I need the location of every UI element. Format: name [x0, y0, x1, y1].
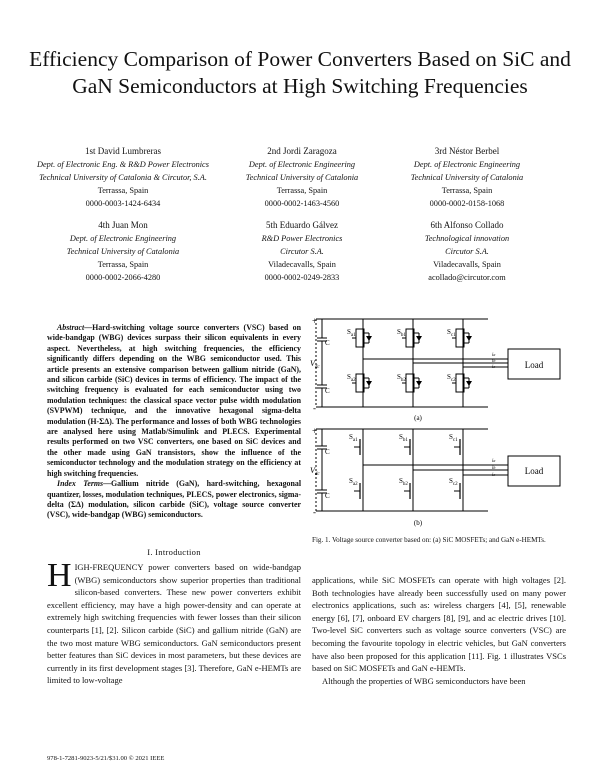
author-affiliation: R&D Power Electronics [261, 234, 343, 243]
author-1: 1st David Lumbreras Dept. of Electronic … [28, 145, 218, 210]
author-affiliation: Dept. of Electronic Eng. & R&D Power Ele… [37, 160, 209, 169]
converter-schematics: + - Vdc C C Sa1 Sb1 Sc1 Sa2 Sb2 Sc2 ia i… [310, 316, 561, 527]
capacitor-label: C [325, 448, 330, 456]
author-name: Néstor Berbel [449, 146, 500, 156]
current-label: ic [492, 364, 495, 370]
index-terms-label: Index Terms [57, 479, 104, 489]
switch-label: Sb2 [399, 477, 408, 487]
author-name: Alfonso Collado [443, 220, 504, 230]
intro-right-column: applications, while SiC MOSFETs can oper… [312, 574, 566, 687]
author-orcid: 0000-0002-2066-4280 [85, 273, 161, 282]
switch-label: Sa1 [349, 433, 358, 443]
author-name: Juan Mon [112, 220, 148, 230]
panel-a-schematic [315, 318, 561, 408]
load-label: Load [525, 360, 544, 370]
load-label: Load [525, 466, 544, 476]
author-city: Terrassa, Spain [97, 186, 149, 195]
plus-terminal: + [312, 316, 317, 326]
author-6: 6th Alfonso Collado Technological innova… [382, 219, 552, 284]
figure-caption: Fig. 1. Voltage source converter based o… [312, 536, 546, 544]
current-label: ia [492, 352, 495, 358]
author-affiliation: Dept. of Electronic Engineering [413, 160, 521, 169]
author-affiliation: Technical University of Catalonia [245, 173, 359, 182]
switch-label: Sa2 [347, 373, 356, 383]
author-affiliation: Circutor S.A. [280, 247, 324, 256]
author-name: Jordi Zaragoza [283, 146, 337, 156]
capacitor-label: C [325, 387, 330, 395]
switch-label: Sc1 [447, 328, 456, 338]
current-label: ib [492, 465, 495, 471]
figure-1: + - Vdc C C Sa1 Sb1 Sc1 Sa2 Sb2 Sc2 ia i… [308, 313, 568, 536]
author-5: 5th Eduardo Gálvez R&D Power Electronics… [222, 219, 382, 284]
current-label: ia [492, 458, 495, 464]
author-4: 4th Juan Mon Dept. of Electronic Enginee… [28, 219, 218, 284]
copyright-footer: 978-1-7281-9023-5/21/$31.00 © 2021 IEEE [47, 755, 165, 762]
author-city: Terrassa, Spain [276, 186, 328, 195]
switch-label: Sa1 [347, 328, 356, 338]
author-affiliation: Dept. of Electronic Engineering [69, 234, 177, 243]
author-email: acollado@circutor.com [428, 273, 506, 282]
intro-paragraph: IGH-FREQUENCY power converters based on … [47, 562, 301, 686]
switch-label: Sb2 [397, 373, 406, 383]
author-orcid: 0000-0002-0158-1068 [429, 199, 505, 208]
panel-b-label: (b) [414, 519, 423, 527]
minus-terminal: - [313, 507, 316, 517]
author-3: 3rd Néstor Berbel Dept. of Electronic En… [382, 145, 552, 210]
panel-a-label: (a) [414, 414, 422, 422]
section-heading: I. Introduction [147, 547, 201, 557]
vdc-label: Vdc [310, 359, 320, 370]
author-orcid: 0000-0002-1463-4560 [264, 199, 340, 208]
switch-label: Sa2 [349, 477, 358, 487]
switch-label: Sc2 [447, 373, 456, 383]
author-rank: 4th [98, 220, 110, 230]
author-affiliation: Technical University of Catalonia & Circ… [39, 173, 207, 182]
author-2: 2nd Jordi Zaragoza Dept. of Electronic E… [222, 145, 382, 210]
author-affiliation: Technical University of Catalonia [66, 247, 180, 256]
intro-paragraph: applications, while SiC MOSFETs can oper… [312, 575, 566, 674]
capacitor-label: C [325, 339, 330, 347]
author-city: Viladecavalls, Spain [433, 260, 501, 269]
author-affiliation: Dept. of Electronic Engineering [248, 160, 356, 169]
author-rank: 1st [85, 146, 96, 156]
author-rank: 5th [266, 220, 278, 230]
switch-label: Sc2 [449, 477, 458, 487]
author-orcid: 0000-0003-1424-6434 [85, 199, 161, 208]
author-rank: 3rd [434, 146, 447, 156]
switch-label: Sb1 [399, 433, 408, 443]
paper-title: Efficiency Comparison of Power Converter… [29, 47, 571, 98]
current-label: ic [492, 472, 495, 478]
index-terms-text: —Gallium nitride (GaN), hard-switching, … [47, 479, 302, 520]
abstract-label: Abstract [57, 323, 85, 332]
vdc-label: Vdc [310, 466, 320, 477]
author-city: Terrassa, Spain [441, 186, 493, 195]
panel-b-schematic [315, 428, 561, 512]
author-rank: 2nd [267, 146, 281, 156]
author-city: Viladecavalls, Spain [268, 260, 336, 269]
minus-terminal: - [313, 403, 316, 413]
author-affiliation: Circutor S.A. [445, 247, 489, 256]
abstract-text: —Hard-switching voltage source converter… [47, 323, 301, 478]
plus-terminal: + [312, 426, 317, 436]
intro-paragraph: Although the properties of WBG semicondu… [322, 675, 526, 686]
author-rank: 6th [430, 220, 442, 230]
drop-cap: H [47, 557, 72, 594]
current-label: ib [492, 358, 495, 364]
author-name: David Lumbreras [97, 146, 161, 156]
author-orcid: 0000-0002-0249-2833 [264, 273, 340, 282]
author-city: Terrassa, Spain [97, 260, 149, 269]
author-name: Eduardo Gálvez [279, 220, 338, 230]
abstract: Abstract—Hard-switching voltage source c… [47, 323, 301, 521]
switch-label: Sb1 [397, 328, 406, 338]
switch-label: Sc1 [449, 433, 458, 443]
author-affiliation: Technical University of Catalonia [410, 173, 524, 182]
author-affiliation: Technological innovation [424, 234, 510, 243]
capacitor-label: C [325, 492, 330, 500]
